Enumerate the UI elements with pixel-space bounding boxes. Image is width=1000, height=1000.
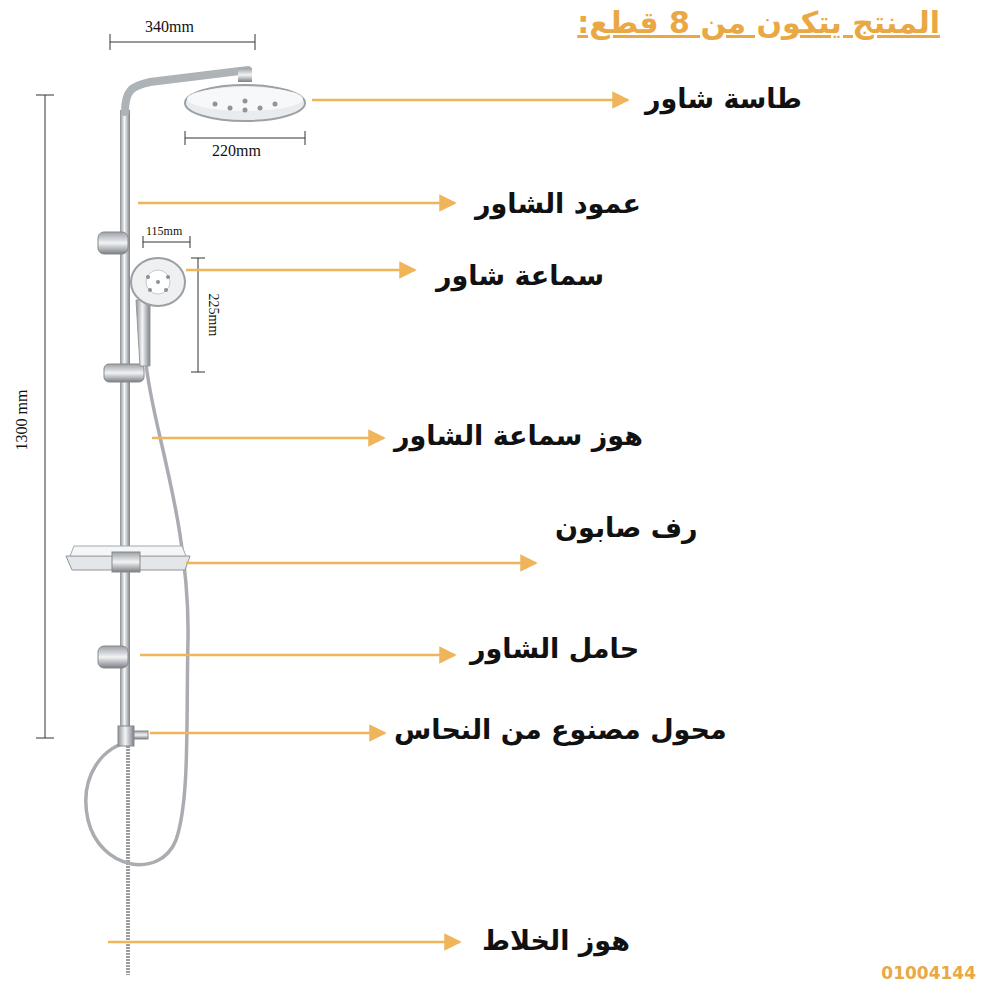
part-name: هوز الخلاط (482, 925, 630, 956)
part-name: عمود الشاور (475, 188, 641, 219)
dimension-label: 225mm (205, 294, 221, 337)
hand-shower-head (131, 258, 185, 306)
part-name: طاسة شاور (645, 83, 802, 114)
part-name: حامل الشاور (470, 633, 639, 664)
dimension-lines (36, 34, 305, 738)
leader-arrow (138, 202, 455, 205)
leader-arrow (108, 941, 460, 944)
shower-head (185, 85, 305, 121)
leader-arrow (312, 99, 628, 102)
part-name: هوز سماعة الشاور (394, 420, 643, 451)
dimension-label: 220mm (212, 142, 261, 160)
dimension-label: 1300 mm (13, 390, 31, 451)
slider (104, 364, 144, 382)
part-name: سماعة شاور (436, 260, 604, 291)
phone-number: 01004144 (881, 964, 976, 984)
leader-arrows (108, 100, 628, 942)
dimension-tick (143, 236, 144, 248)
part-name: رف صابون (555, 512, 698, 543)
dimension-tick (191, 372, 205, 373)
leader-arrow (152, 437, 384, 440)
hand-shower-handle (136, 300, 150, 366)
dimension-line (45, 95, 46, 738)
title: المنتج يتكون من 8 قطع: (577, 6, 940, 41)
shower-head-nozzles (213, 99, 278, 113)
leader-arrow (186, 562, 536, 565)
dimension-tick (191, 258, 205, 259)
dimension-tick (185, 131, 186, 145)
dimension-tick (255, 34, 256, 50)
shower-head-face (187, 87, 303, 111)
dimension-tick (190, 236, 191, 248)
part-name: محول مصنوع من النحاس (394, 714, 727, 745)
soap-shelf-clamp (112, 552, 140, 572)
diverter-knob (134, 731, 148, 739)
dimension-line (185, 138, 305, 139)
hand-shower-nozzles (146, 275, 170, 292)
dimension-line (110, 42, 255, 43)
leader-arrow (150, 732, 385, 735)
dimension-line (143, 242, 190, 243)
leader-arrow (140, 654, 455, 657)
dimension-tick (36, 738, 54, 739)
upper-holder (98, 232, 128, 254)
shower-holder (98, 646, 128, 668)
mixer-hose (126, 740, 130, 975)
dimension-tick (36, 95, 54, 96)
dimension-line (198, 258, 199, 372)
dimension-tick (305, 131, 306, 145)
dimension-tick (110, 34, 111, 50)
head-joint (238, 68, 252, 82)
hand-shower-center (146, 270, 170, 294)
dimension-label: 340mm (145, 18, 194, 36)
leader-arrow (186, 269, 415, 272)
dimension-label: 115mm (146, 225, 182, 239)
diverter (118, 726, 134, 746)
